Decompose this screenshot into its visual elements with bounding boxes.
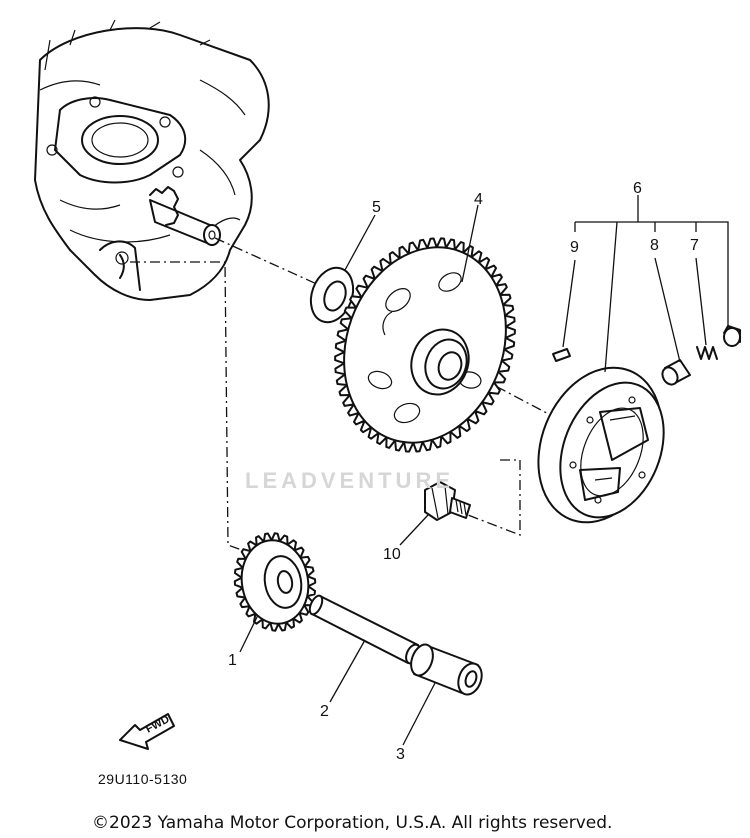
diagram-part-code: 29U110-5130 [98,771,187,787]
part-1-idler-gear [233,532,317,653]
part-9-pin [552,259,576,362]
callout-1: 1 [228,652,237,669]
callout-8: 8 [650,237,659,254]
part-4-starter-wheel-gear [334,204,516,453]
callout-10: 10 [383,546,401,563]
callout-3: 3 [396,746,405,763]
copyright-notice: ©2023 Yamaha Motor Corporation, U.S.A. A… [92,813,612,833]
callout-2: 2 [320,703,329,720]
callout-9: 9 [570,239,579,256]
part-6-bracket [574,195,729,373]
part-7-spring [695,257,718,360]
part-6-starter-clutch [537,366,665,524]
callout-4: 4 [474,191,483,208]
part-2-shaft [308,594,421,703]
part-10-bolt [399,481,471,546]
crankshaft-end [149,186,221,246]
callout-7: 7 [690,237,699,254]
part-6-cap [723,325,741,347]
part-8-roller [654,257,691,386]
callout-6: 6 [633,180,642,197]
part-3-collar [402,643,483,746]
callout-5: 5 [372,199,381,216]
watermark-text: LEADVENTURE [245,468,454,493]
engine-crankcase [34,19,270,301]
forward-direction-arrow-icon: FWD [119,713,175,750]
